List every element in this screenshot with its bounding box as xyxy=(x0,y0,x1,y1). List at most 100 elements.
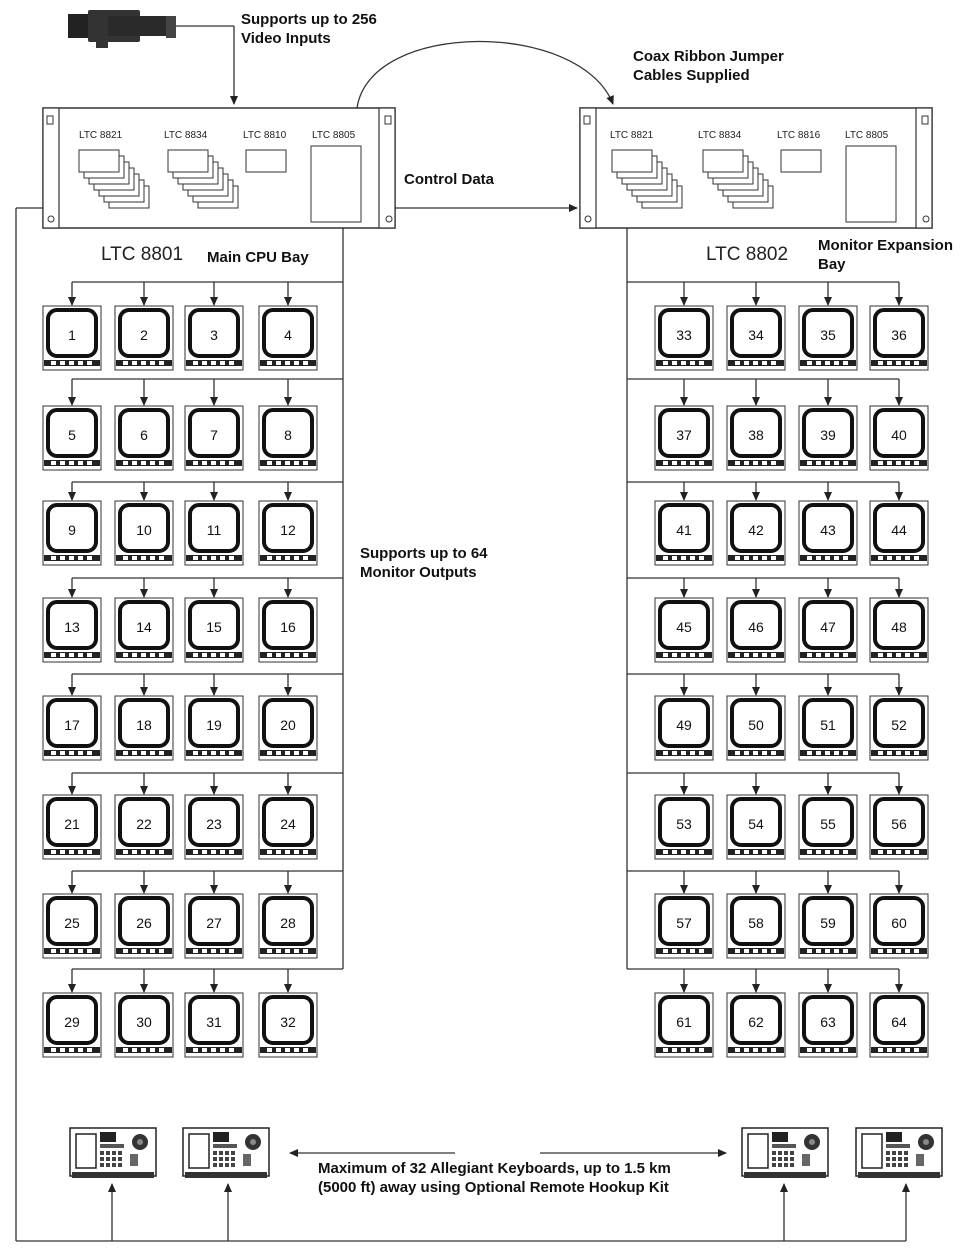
video-inputs-label: Supports up to 256 Video Inputs xyxy=(241,11,377,47)
monitor-number: 13 xyxy=(64,619,80,635)
keyboard-icon xyxy=(69,1127,157,1178)
monitor-number: 59 xyxy=(820,915,836,931)
monitor-number: 19 xyxy=(206,717,222,733)
monitor-icon: 30 xyxy=(114,992,174,1058)
board-card xyxy=(611,149,653,173)
monitor-icon: 59 xyxy=(798,893,858,959)
monitor-number: 5 xyxy=(68,427,76,443)
monitor-number: 32 xyxy=(280,1014,296,1030)
expansion-board-label: LTC 8805 xyxy=(845,130,889,141)
main-board-label: LTC 8821 xyxy=(79,130,123,141)
coax-label: Coax Ribbon Jumper Cables Supplied xyxy=(633,48,784,84)
monitor-number: 20 xyxy=(280,717,296,733)
monitor-number: 25 xyxy=(64,915,80,931)
monitor-icon: 37 xyxy=(654,405,714,471)
monitor-icon: 43 xyxy=(798,500,858,566)
monitor-icon: 42 xyxy=(726,500,786,566)
main-bay-name: Main CPU Bay xyxy=(207,249,309,266)
board-card xyxy=(702,149,744,173)
monitor-number: 40 xyxy=(891,427,907,443)
monitor-number: 60 xyxy=(891,915,907,931)
monitor-number: 12 xyxy=(280,522,296,538)
monitor-number: 38 xyxy=(748,427,764,443)
monitor-outputs-label: Supports up to 64 Monitor Outputs xyxy=(360,545,488,581)
monitor-icon: 3 xyxy=(184,305,244,371)
monitor-icon: 50 xyxy=(726,695,786,761)
monitor-icon: 5 xyxy=(42,405,102,471)
monitor-icon: 31 xyxy=(184,992,244,1058)
monitor-icon: 49 xyxy=(654,695,714,761)
monitor-icon: 32 xyxy=(258,992,318,1058)
monitor-number: 51 xyxy=(820,717,836,733)
monitor-number: 62 xyxy=(748,1014,764,1030)
monitor-number: 58 xyxy=(748,915,764,931)
monitor-icon: 34 xyxy=(726,305,786,371)
coax-arc xyxy=(356,40,614,109)
monitor-number: 4 xyxy=(284,327,292,343)
monitor-number: 7 xyxy=(210,427,218,443)
monitor-icon: 11 xyxy=(184,500,244,566)
monitor-number: 8 xyxy=(284,427,292,443)
monitor-icon: 51 xyxy=(798,695,858,761)
board-card xyxy=(167,149,209,173)
monitor-number: 43 xyxy=(820,522,836,538)
monitor-number: 50 xyxy=(748,717,764,733)
expansion-bay-model: LTC 8802 xyxy=(706,244,789,265)
keyboard-icon xyxy=(182,1127,270,1178)
expansion-board-label: LTC 8821 xyxy=(610,130,654,141)
equipment xyxy=(42,10,933,229)
monitor-icon: 27 xyxy=(184,893,244,959)
monitor-number: 29 xyxy=(64,1014,80,1030)
monitor-icon: 21 xyxy=(42,794,102,860)
monitor-number: 15 xyxy=(206,619,222,635)
monitor-number: 54 xyxy=(748,816,764,832)
monitor-icon: 16 xyxy=(258,597,318,663)
board-card xyxy=(310,145,362,223)
monitor-number: 6 xyxy=(140,427,148,443)
monitor-icon: 48 xyxy=(869,597,929,663)
monitor-icon: 36 xyxy=(869,305,929,371)
board-card xyxy=(245,149,287,173)
monitor-icon: 9 xyxy=(42,500,102,566)
monitor-number: 33 xyxy=(676,327,692,343)
monitor-icon: 46 xyxy=(726,597,786,663)
keyboard-icon xyxy=(855,1127,943,1178)
expansion-bay-name: Monitor Expansion Bay xyxy=(818,237,953,273)
monitor-number: 11 xyxy=(207,522,222,538)
monitor-number: 61 xyxy=(676,1014,692,1030)
monitor-icon: 54 xyxy=(726,794,786,860)
monitor-number: 44 xyxy=(891,522,907,538)
monitor-number: 63 xyxy=(820,1014,836,1030)
expansion-board-label: LTC 8816 xyxy=(777,130,821,141)
monitor-icon: 64 xyxy=(869,992,929,1058)
monitor-number: 30 xyxy=(136,1014,152,1030)
monitor-number: 28 xyxy=(280,915,296,931)
monitor-icon: 61 xyxy=(654,992,714,1058)
monitor-icon: 17 xyxy=(42,695,102,761)
main-board-label: LTC 8810 xyxy=(243,130,287,141)
monitor-icon: 1 xyxy=(42,305,102,371)
monitor-number: 31 xyxy=(206,1014,222,1030)
monitor-number: 34 xyxy=(748,327,764,343)
monitor-icon: 20 xyxy=(258,695,318,761)
monitor-number: 53 xyxy=(676,816,692,832)
monitor-icon: 10 xyxy=(114,500,174,566)
wiring xyxy=(15,25,910,1242)
monitor-icon: 7 xyxy=(184,405,244,471)
monitor-number: 45 xyxy=(676,619,692,635)
monitor-icon: 53 xyxy=(654,794,714,860)
monitor-number: 35 xyxy=(820,327,836,343)
monitor-number: 23 xyxy=(206,816,222,832)
main-board-label: LTC 8805 xyxy=(312,130,356,141)
monitor-icon: 6 xyxy=(114,405,174,471)
monitor-icon: 60 xyxy=(869,893,929,959)
monitor-number: 49 xyxy=(676,717,692,733)
main-cpu-bay xyxy=(42,107,396,229)
monitor-icon: 41 xyxy=(654,500,714,566)
monitor-icon: 18 xyxy=(114,695,174,761)
monitor-number: 10 xyxy=(136,522,152,538)
monitor-number: 47 xyxy=(820,619,836,635)
monitor-number: 46 xyxy=(748,619,764,635)
